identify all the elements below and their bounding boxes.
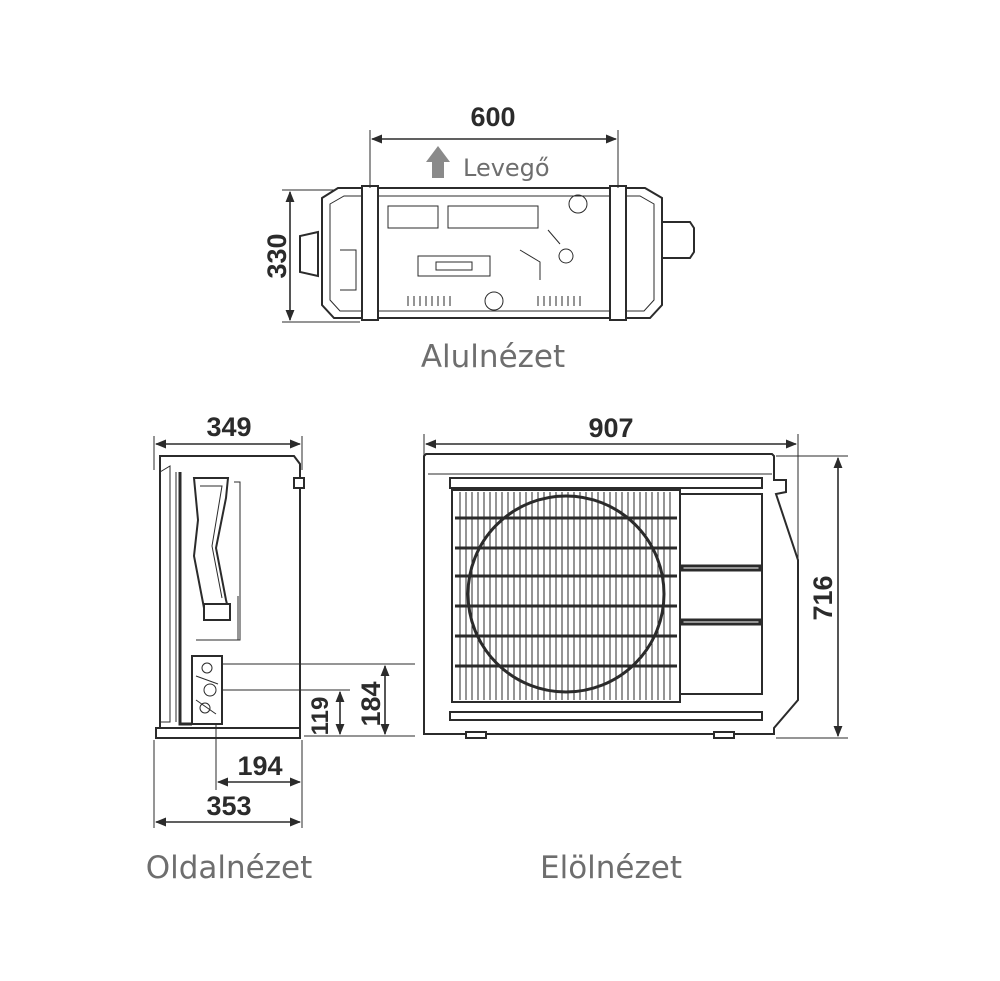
dimension-side-bottom: 353 bbox=[153, 740, 303, 828]
dimension-side-port-offset: 194 bbox=[215, 724, 302, 790]
side-view-unit-outline bbox=[155, 455, 305, 739]
dimension-side-port-heights: 119 184 bbox=[222, 663, 415, 737]
dimension-bottom-width: 600 bbox=[369, 102, 619, 188]
dimension-label-port-height-low: 119 bbox=[307, 697, 334, 736]
dimension-label-front-width: 907 bbox=[588, 413, 633, 443]
dimension-side-top: 349 bbox=[153, 412, 303, 470]
front-view: 907 716 Elölnézet bbox=[423, 413, 848, 886]
dimension-label-side-bottom: 353 bbox=[206, 791, 251, 821]
dimension-label-bottom-depth: 330 bbox=[262, 233, 292, 278]
dimension-label-front-height: 716 bbox=[808, 575, 838, 620]
caption-bottom-view: Alulnézet bbox=[421, 339, 565, 375]
side-view: 349 119 184 194 353 Oldalnézet bbox=[146, 412, 415, 886]
bottom-view-vents bbox=[407, 296, 581, 306]
caption-front-view: Elölnézet bbox=[540, 850, 682, 886]
dimension-bottom-depth: 330 bbox=[262, 189, 360, 323]
dimension-front-width: 907 bbox=[423, 413, 799, 560]
bottom-view-unit-outline bbox=[299, 185, 695, 321]
fan-grille bbox=[451, 489, 681, 703]
airflow-label: Levegő bbox=[463, 154, 550, 182]
caption-side-view: Oldalnézet bbox=[146, 850, 313, 886]
dimension-label-bottom-width: 600 bbox=[470, 102, 515, 132]
arrow-up-icon bbox=[426, 146, 450, 178]
front-view-unit-outline bbox=[423, 453, 799, 739]
dimension-front-height: 716 bbox=[776, 455, 848, 739]
dimension-label-side-top: 349 bbox=[206, 412, 251, 442]
bottom-view: 600 Levegő 330 Alulnézet bbox=[262, 102, 695, 375]
dimension-label-port-height-high: 184 bbox=[356, 681, 386, 726]
airflow-indicator: Levegő bbox=[426, 146, 550, 182]
side-panel bbox=[679, 493, 763, 695]
dimension-label-port-offset: 194 bbox=[237, 751, 282, 781]
